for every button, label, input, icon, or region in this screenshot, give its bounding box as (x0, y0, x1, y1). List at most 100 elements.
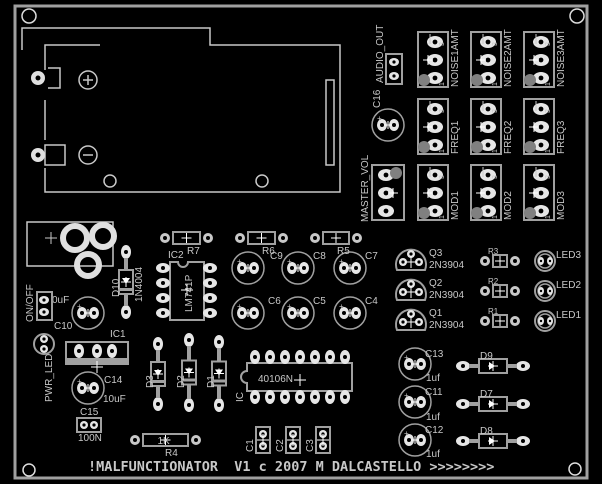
board-title: !MALFUNCTIONATOR V1 c 2007 M DALCASTELLO… (88, 459, 494, 475)
resistor: R5 (310, 231, 362, 257)
svg-text:+: + (404, 429, 409, 438)
part-value: 100N (78, 433, 102, 444)
part-label: C9 (270, 251, 283, 262)
part-label: C2 (275, 439, 286, 452)
part-label: C14 (104, 375, 123, 386)
electrolytic-capacitor: + C12 1uf (398, 423, 444, 460)
part-label: C8 (313, 251, 326, 262)
pin-label: 1 (439, 82, 446, 86)
pot-master-vol: MASTER_VOL (360, 154, 405, 222)
part-label: C11 (425, 387, 443, 398)
electrolytic-capacitor: +C4 (333, 296, 378, 330)
part-label: D2 (176, 375, 187, 388)
svg-text:+: + (377, 114, 382, 123)
part-label: IC (235, 392, 246, 402)
resistor: R2 (480, 277, 520, 298)
electrolytic-capacitor: +C7 (333, 251, 378, 285)
onoff-switch: ON/OFF (25, 284, 53, 322)
part-label: C5 (313, 296, 326, 307)
pin-label: 1 (545, 82, 552, 86)
part-value: 1uf (426, 449, 440, 460)
pot-label: MOD1 (450, 191, 461, 220)
part-label: R5 (337, 246, 350, 257)
led: LED2 (534, 280, 581, 302)
diode: D9 (456, 351, 530, 374)
part-label: C13 (425, 349, 444, 360)
diode: D7 (456, 389, 530, 412)
pin-label: 3 (492, 109, 499, 113)
part-label: D10 (111, 278, 122, 297)
diode: D3 (145, 337, 166, 411)
ceramic-capacitor: C3 (305, 426, 331, 454)
part-label: C16 (372, 89, 383, 108)
pin-label: 1 (492, 82, 499, 86)
part-label: D7 (480, 389, 493, 400)
svg-text:+: + (237, 257, 242, 266)
pot-label: NOISE3AMT (556, 29, 567, 87)
pot-label: FREQ2 (503, 120, 514, 154)
plus-icon (83, 75, 93, 85)
power-led: PWR_LED (33, 333, 55, 402)
part-label: C6 (268, 296, 281, 307)
mount-hole (21, 8, 37, 24)
pot-label: NOISE2AMT (503, 29, 514, 87)
led: LED1 (534, 310, 581, 332)
part-label: LED3 (556, 250, 581, 261)
pin-label: 3 (545, 175, 552, 179)
pin-label: 3 (545, 109, 552, 113)
pot-label: NOISE1AMT (450, 29, 461, 87)
diode: D1 (206, 335, 227, 412)
mount-hole (568, 462, 582, 476)
electrolytic-capacitor: + C9 (231, 251, 283, 285)
part-label: R6 (262, 246, 275, 257)
diode: D2 (176, 333, 197, 412)
ceramic-capacitor: C1 (245, 426, 271, 454)
part-label: C1 (245, 439, 256, 452)
resistor: R7 (160, 231, 213, 257)
part-label: IC1 (110, 329, 126, 340)
part-label: R2 (488, 277, 499, 286)
resistor: R1 (480, 307, 520, 328)
ic-package: LM741P IC2 (156, 250, 217, 321)
pin-label: 3 (492, 42, 499, 46)
svg-text:+: + (237, 302, 242, 311)
svg-text:+: + (287, 257, 292, 266)
pin-label: 3 (439, 175, 446, 179)
part-label: IC2 (168, 250, 184, 261)
part-label: 1N4004 (134, 267, 145, 302)
voltage-regulator: IC1 (65, 329, 129, 373)
battery-holder (21, 27, 341, 193)
part-value: 1uf (426, 373, 440, 384)
pin-label: 1 (439, 149, 446, 153)
pot-label: MASTER_VOL (360, 154, 371, 222)
part-label: 40106N (258, 374, 293, 385)
part-label: Q3 (429, 248, 443, 259)
ceramic-capacitor: C2 (275, 426, 301, 454)
part-label: Q1 (429, 308, 443, 319)
diode: D8 (456, 426, 530, 449)
part-label: LED1 (556, 310, 581, 321)
pin-label: 3 (545, 42, 552, 46)
pot-noise2: 1 3 NOISE2AMT (470, 29, 514, 88)
pin-label: 3 (492, 175, 499, 179)
part-value: 2N3904 (429, 260, 464, 271)
ic-package: 40106N IC (235, 350, 353, 404)
part-label: LM741P (184, 274, 195, 312)
board-outline (13, 4, 589, 480)
part-label: C7 (365, 251, 378, 262)
svg-text:+: + (339, 302, 344, 311)
led: LED3 (534, 250, 581, 272)
part-label: LED2 (556, 280, 581, 291)
pot-label: FREQ1 (450, 120, 461, 154)
part-label: C12 (425, 425, 444, 436)
part-label: R1 (488, 307, 499, 316)
part-label: D3 (145, 375, 156, 388)
